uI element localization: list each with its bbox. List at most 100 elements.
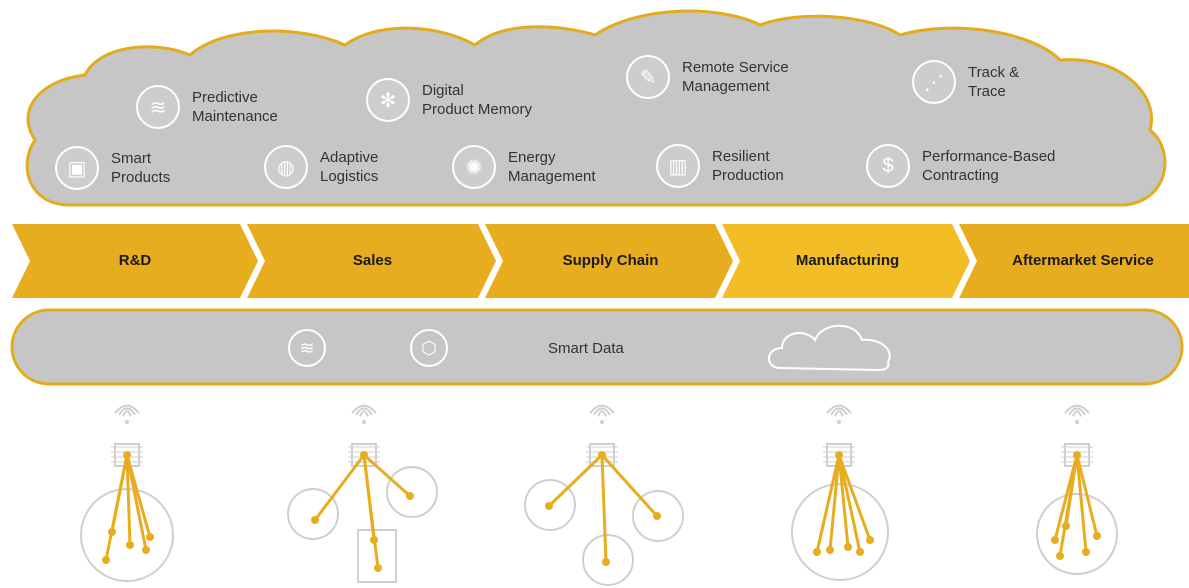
device-outline (386, 466, 438, 518)
connection-node (1056, 552, 1064, 560)
wifi-icon (597, 410, 607, 417)
connection-node (545, 502, 553, 510)
predictive-maintenance-label: Predictive Maintenance (192, 89, 278, 125)
chevron-label-rnd: R&D (118, 252, 152, 269)
cloud-item-track-trace: ⋰ Track & Trace (912, 60, 1019, 104)
connection-line (1075, 453, 1088, 554)
connection-node (374, 564, 382, 572)
connection-node (1093, 532, 1101, 540)
connection-node (856, 548, 864, 556)
chevron-label-manufacturing: Manufacturing (795, 252, 900, 269)
factory-icon: ▥ (656, 144, 700, 188)
device-outline (524, 479, 576, 531)
device-outline (287, 488, 339, 540)
wifi-icon (359, 410, 369, 417)
connection-node (653, 512, 661, 520)
cloud-icon (768, 324, 891, 372)
wifi-dot (362, 420, 366, 424)
value-chain (12, 224, 1189, 298)
chevron-manufacturing (722, 224, 970, 298)
cloud-item-predictive-maintenance: ≋ Predictive Maintenance (136, 85, 278, 129)
device-group-sales (287, 404, 438, 583)
wifi-dot (837, 420, 841, 424)
wifi-icon (351, 404, 377, 414)
wifi-icon (114, 404, 140, 414)
cloud-item-smart-products: ▣ Smart Products (55, 146, 170, 190)
smart-products-icon: ▣ (55, 146, 99, 190)
connection-node (370, 536, 378, 544)
connection-node (866, 536, 874, 544)
chevron-aftermarket (959, 224, 1189, 298)
hub-node (360, 451, 368, 459)
wifi-icon (826, 404, 852, 414)
connection-line (828, 453, 841, 552)
device-group-manufacturing (791, 404, 889, 581)
digital-product-memory-label: Digital Product Memory (422, 82, 533, 118)
hub-node (835, 451, 843, 459)
connection-node (126, 541, 134, 549)
smart-data-wave-icon: ≋ (288, 329, 326, 367)
wifi-icon (355, 407, 373, 416)
adaptive-logistics-label: Adaptive Logistics (320, 149, 379, 185)
device-groups (80, 404, 1118, 586)
wifi-dot (1075, 420, 1079, 424)
connection-line (547, 453, 604, 508)
connection-node (826, 546, 834, 554)
smart-products-label: Smart Products (111, 150, 171, 186)
connection-node (146, 533, 154, 541)
device-outline (582, 534, 634, 586)
hub-node (1073, 451, 1081, 459)
chevron-supply-chain (485, 224, 733, 298)
connection-line (837, 453, 862, 554)
globe-icon: ◍ (264, 145, 308, 189)
chevron-label-supply-chain: Supply Chain (562, 252, 659, 269)
route-icon: ⋰ (912, 60, 956, 104)
connection-line (110, 453, 129, 534)
chevron-rnd (12, 224, 258, 298)
wifi-icon (834, 410, 844, 417)
connection-node (311, 516, 319, 524)
connection-line (1058, 453, 1079, 558)
wave-icon: ≋ (136, 85, 180, 129)
connection-line (837, 453, 872, 542)
cloud-item-resilient-production: ▥ Resilient Production (656, 144, 784, 188)
wifi-icon (122, 410, 132, 417)
document-icon (357, 529, 397, 583)
device-group-supply-chain (524, 404, 684, 586)
connection-node (813, 548, 821, 556)
wrench-icon: ✎ (626, 55, 670, 99)
chevron-label-aftermarket: Aftermarket Service (1012, 252, 1154, 269)
wifi-dot (600, 420, 604, 424)
wifi-icon (830, 407, 848, 416)
wifi-icon (1072, 410, 1082, 417)
connection-line (362, 453, 376, 542)
device-outline (80, 488, 174, 582)
connection-line (125, 453, 132, 547)
cloud-item-digital-product-memory: ✻ Digital Product Memory (366, 78, 532, 122)
connection-line (600, 453, 659, 518)
connection-line (815, 453, 841, 554)
cloud-item-remote-service-management: ✎ Remote Service Management (626, 55, 789, 99)
wifi-icon (1068, 407, 1086, 416)
smart-data-label: Smart Data (548, 340, 624, 357)
device-outline (632, 490, 684, 542)
cloud-item-adaptive-logistics: ◍ Adaptive Logistics (264, 145, 378, 189)
connection-node (844, 543, 852, 551)
smart-data-cube-icon: ⬡ (410, 329, 448, 367)
connection-line (313, 453, 366, 522)
cloud-item-energy-management: ✺ Energy Management (452, 145, 596, 189)
hub-node (123, 451, 131, 459)
wifi-icon (1064, 404, 1090, 414)
connection-node (108, 528, 116, 536)
track-trace-label: Track & Trace (968, 64, 1020, 100)
connection-node (142, 546, 150, 554)
device-outline (791, 483, 889, 581)
wifi-dot (125, 420, 129, 424)
network-icon: ✻ (366, 78, 410, 122)
wifi-icon (593, 407, 611, 416)
connection-line (837, 453, 850, 549)
connection-node (406, 492, 414, 500)
connection-node (1082, 548, 1090, 556)
connection-node (1051, 536, 1059, 544)
